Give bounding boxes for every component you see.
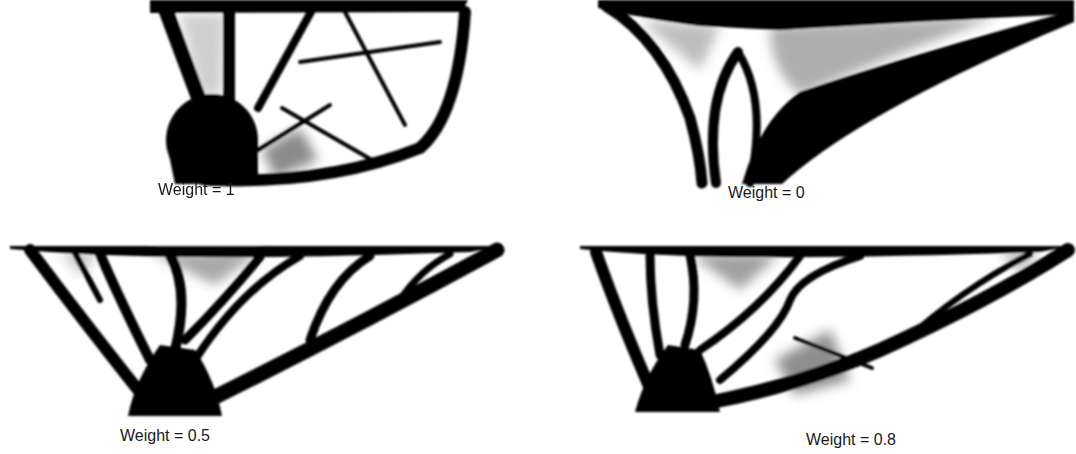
branch xyxy=(900,254,1030,345)
branch xyxy=(400,254,450,300)
branch xyxy=(75,253,100,300)
lower-sweep xyxy=(712,250,1068,402)
structure-weight-1 xyxy=(150,0,468,186)
thin-strut xyxy=(258,105,330,150)
thin-strut xyxy=(282,108,372,160)
thin-strut xyxy=(345,12,405,125)
structure-weight-0-5 xyxy=(10,246,500,416)
lower-arc xyxy=(215,12,465,180)
structure-weight-0 xyxy=(598,0,1074,184)
strut xyxy=(258,10,312,108)
right-leg xyxy=(742,10,1074,184)
weight-label: Weight = 0.5 xyxy=(120,426,210,445)
branch xyxy=(310,256,370,340)
branch xyxy=(195,256,300,360)
branch xyxy=(170,255,181,350)
branch xyxy=(100,254,150,360)
loop-left xyxy=(713,52,738,183)
top-bar xyxy=(10,246,500,257)
grey-shade xyxy=(690,254,780,290)
crossbar xyxy=(795,338,872,368)
left-leg xyxy=(606,6,702,183)
structure-weight-0-8 xyxy=(580,246,1070,412)
top-band xyxy=(598,0,1074,30)
hub xyxy=(166,94,258,186)
branch xyxy=(650,254,660,355)
left-branch xyxy=(30,250,150,405)
weight-label: Weight = 1 xyxy=(158,180,235,199)
weight-label: Weight = 0.8 xyxy=(806,430,896,449)
lower-sweep xyxy=(205,250,497,402)
weight-label: Weight = 0 xyxy=(728,183,805,202)
branch xyxy=(685,255,694,345)
